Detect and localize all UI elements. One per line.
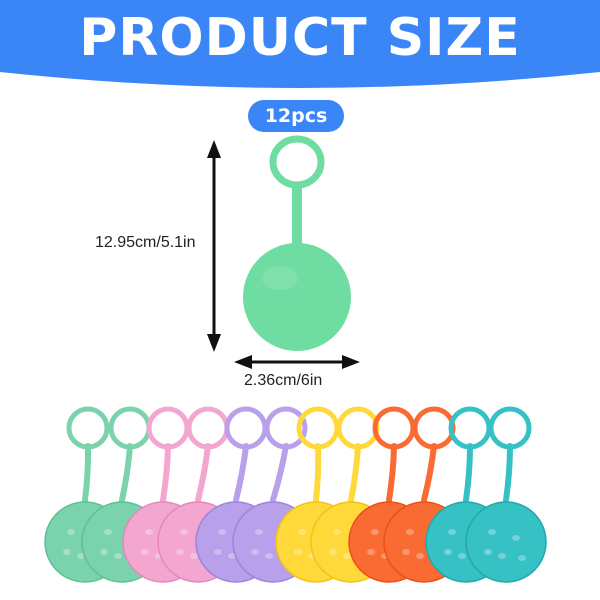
ball-strap [160,443,171,503]
ball-dimple [329,549,337,555]
ball-dimple [145,529,153,535]
ball-dimple [176,549,184,555]
ball-ring [146,406,190,450]
ball-ring [336,406,380,450]
quantity-badge: 12pcs [248,100,344,132]
ball-strap [82,443,92,503]
ball-dimple [104,529,112,535]
height-dimension-label: 12.95cm/5.1in [95,234,196,251]
ball-ring [412,406,456,450]
main-ball [243,135,351,351]
ball-dimple [512,535,520,541]
ball-dimple [214,549,222,555]
ball-dimple [63,549,71,555]
width-dimension-label: 2.36cm/6in [244,372,323,389]
ball-ring [224,406,268,450]
ball-dimple [298,529,306,535]
width-arrow [234,355,360,369]
ball-ring [108,406,152,450]
ball-dimple [444,549,452,555]
header-banner: PRODUCT SIZE [0,0,600,110]
ball-dimple [255,529,263,535]
ball-strap [503,443,513,503]
ball-dimple [100,549,108,555]
ball-dimple [406,529,414,535]
ball-dimple [77,553,85,559]
ball-strap [348,443,361,503]
ball-dimple [333,529,341,535]
ball-strap [195,443,211,503]
ball-dimple [294,549,302,555]
ball-dimple [484,549,492,555]
ball-dimple [371,529,379,535]
ball-strap [119,443,133,503]
ball-strap [270,443,289,503]
ball-ring [186,406,230,450]
ball-dimple [518,555,526,561]
banner-background [0,0,600,88]
ball-strap [386,443,397,503]
height-arrow [207,140,221,352]
ball-strap [463,443,473,503]
ball-dimple [190,553,198,559]
ball-dimple [367,549,375,555]
ball-ring [448,406,492,450]
ball-dimple [114,553,122,559]
ball-dimple [218,529,226,535]
ball-dimple [180,529,188,535]
ball-dimple [416,553,424,559]
ball-ring [66,406,110,450]
ball-item [465,406,547,583]
ball-dimple [265,553,273,559]
ball-strap [421,443,437,503]
ball-dimple [448,529,456,535]
ball-dimple [67,529,75,535]
ball-strap [313,443,322,503]
ball-dimple [402,549,410,555]
ball-ring [372,406,416,450]
ball-dimple [488,529,496,535]
ball-strap [233,443,249,503]
ball-dimple [251,549,259,555]
page-title: PRODUCT SIZE [79,8,521,68]
ball-dimple [343,553,351,559]
ball-dimple [498,553,506,559]
ball-dimple [458,553,466,559]
ball-dimple [228,553,236,559]
ball-ring [488,406,532,450]
ball-dimple [141,549,149,555]
ball-body [465,501,547,583]
